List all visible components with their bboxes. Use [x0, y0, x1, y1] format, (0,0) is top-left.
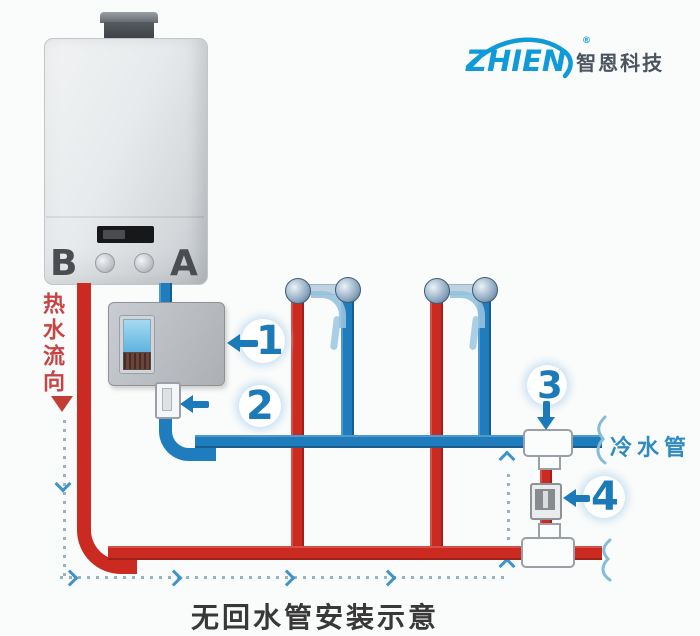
arrow-left-icon — [563, 489, 576, 507]
diagram-title: 无回水管安装示意 — [190, 601, 439, 634]
arrow-shaft — [238, 340, 258, 347]
heater-knob-right — [134, 253, 154, 273]
heater-panel-seam — [46, 216, 204, 218]
chevron-right-icon — [379, 569, 397, 587]
arrow-left-icon — [180, 395, 193, 413]
faucet-cold-knob — [472, 277, 498, 303]
cold-pipe-main — [195, 435, 602, 448]
check-valve-slit — [543, 491, 548, 508]
chevron-up-icon — [498, 450, 516, 468]
registered-mark: ® — [582, 36, 591, 46]
callout-halo — [238, 384, 282, 428]
cold-pipe-riser-1 — [341, 296, 354, 441]
arrow-shaft — [574, 495, 590, 502]
callout-3-number: 3 — [537, 364, 563, 407]
controller-terminal — [123, 352, 151, 370]
arrow-shaft — [191, 401, 209, 408]
flow-sensor-slot — [162, 388, 172, 411]
faucet-spout-icon — [450, 291, 485, 328]
brand-text: ZHIEN — [466, 44, 567, 78]
outlet-label-b: B — [50, 243, 78, 284]
chevron-down-icon — [54, 475, 72, 493]
hot-pipe-elbow — [77, 283, 137, 574]
hot-pipe-riser-2 — [430, 297, 443, 552]
hot-pipe-main — [108, 546, 602, 560]
callout-2-number: 2 — [246, 383, 274, 429]
controller-screen — [123, 319, 151, 354]
right-dashed-line — [507, 474, 510, 546]
faucet-cold-knob — [335, 277, 361, 303]
arrow-down-icon — [537, 417, 555, 430]
left-dashed-line — [63, 420, 66, 577]
chevron-right-icon — [165, 569, 183, 587]
arrow-shaft — [543, 401, 550, 419]
brace-icon — [596, 415, 607, 465]
bottom-dashed-line — [60, 576, 506, 579]
heater-display-readout — [103, 230, 125, 239]
heater-knob-left — [95, 253, 115, 273]
faucet-hot-knob — [424, 278, 450, 304]
faucet-spout-icon — [311, 291, 346, 328]
cold-pipe-riser-2 — [478, 296, 491, 441]
callout-halo — [526, 364, 568, 406]
cold-pipe-label: 冷水管 — [610, 436, 692, 461]
flue-cap — [100, 12, 158, 23]
callout-4-number: 4 — [591, 474, 619, 520]
company-name: 智恩科技 — [576, 50, 665, 75]
flue-cap-body — [104, 22, 154, 40]
brand-logo: ZHIEN ® 智恩科技 — [465, 36, 665, 79]
faucet-hot-knob — [285, 278, 311, 304]
callout-1-number: 1 — [256, 318, 284, 364]
hot-tee-fitting — [521, 537, 575, 568]
water-heater — [44, 38, 208, 285]
hot-flow-arrow-icon — [51, 396, 73, 412]
hot-pipe-riser-1 — [291, 297, 304, 552]
hot-flow-label: 热水流向 — [39, 292, 64, 396]
chevron-up-icon — [498, 557, 516, 575]
brace-icon — [601, 538, 612, 582]
chevron-right-icon — [278, 569, 296, 587]
cold-tee-fitting — [523, 429, 573, 457]
outlet-label-a: A — [170, 243, 198, 284]
arrow-left-icon — [227, 334, 240, 352]
brand-name: ZHIEN ® — [465, 36, 591, 79]
